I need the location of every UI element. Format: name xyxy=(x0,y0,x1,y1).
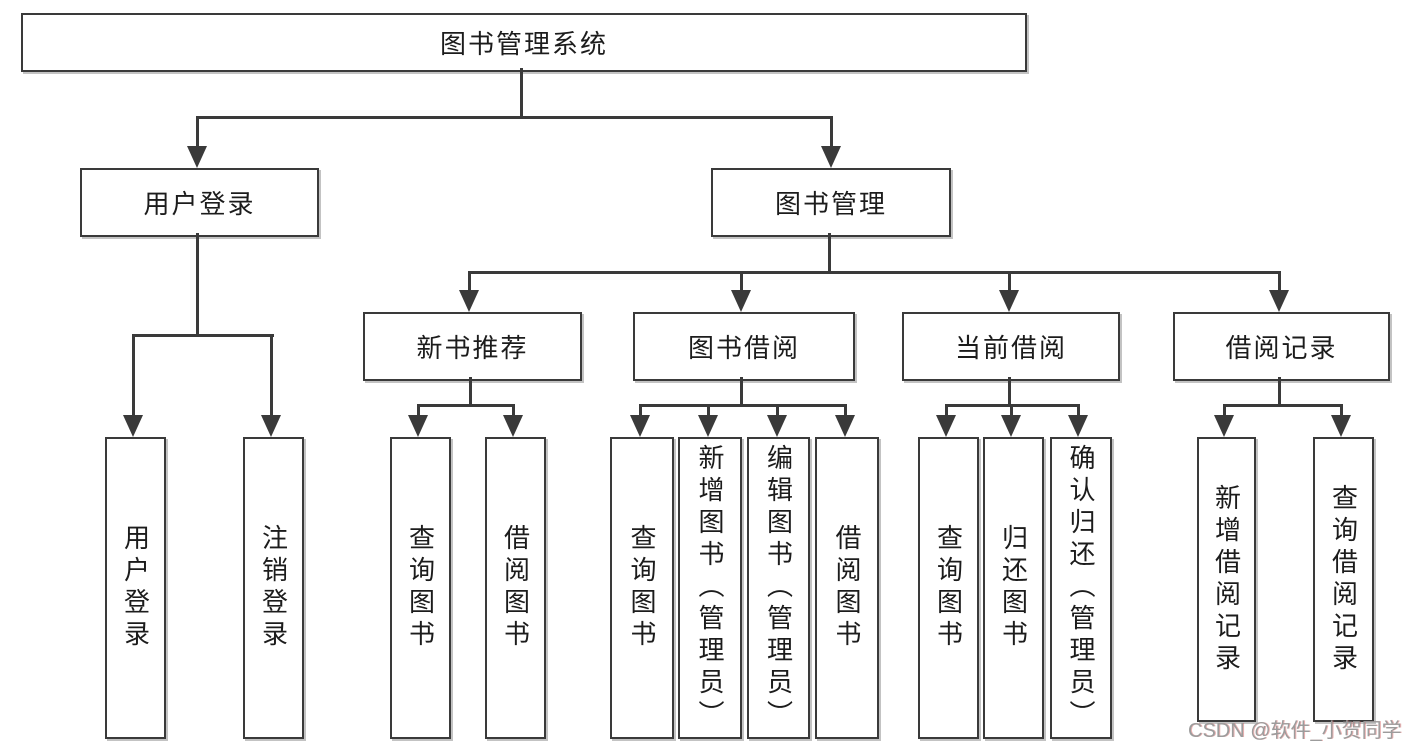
connector-borrow-stem xyxy=(740,377,743,406)
leaf-recommend-borrow-books-label: 借阅图书 xyxy=(500,524,531,652)
leaf-add-borrow-record-label: 新增借阅记录 xyxy=(1211,483,1242,676)
connector-manage-drop xyxy=(830,116,833,152)
leaf-logout-label: 注销登录 xyxy=(258,524,289,652)
leaf-current-query-books: 查询图书 xyxy=(918,437,979,739)
arrow-down-icon xyxy=(936,415,956,437)
leaf-current-query-books-label: 查询图书 xyxy=(933,524,964,652)
connector-recommend-rail xyxy=(417,404,515,407)
node-user-login: 用户登录 xyxy=(80,168,319,237)
leaf-return-books: 归还图书 xyxy=(983,437,1044,739)
node-current-borrow-label: 当前借阅 xyxy=(954,333,1067,363)
arrow-down-icon xyxy=(1331,415,1351,437)
connector-login-drop xyxy=(196,116,199,152)
leaf-add-books-admin-label: 新增图书（管理员） xyxy=(695,444,725,732)
node-root: 图书管理系统 xyxy=(21,13,1027,72)
connector-current-stem xyxy=(1008,377,1011,406)
leaf-user-login-label: 用户登录 xyxy=(120,524,151,652)
node-root-label: 图书管理系统 xyxy=(439,29,608,59)
connector-manage-rail xyxy=(468,271,1281,274)
arrow-down-icon xyxy=(999,290,1019,312)
connector-root-rail xyxy=(196,116,832,119)
leaf-recommend-query-books-label: 查询图书 xyxy=(405,524,436,652)
leaf-user-login: 用户登录 xyxy=(105,437,166,739)
connector-manage-stem xyxy=(828,233,831,273)
connector-leaf-drop xyxy=(639,404,642,420)
connector-leaf-drop xyxy=(945,404,948,420)
node-book-management-label: 图书管理 xyxy=(774,189,887,219)
arrow-down-icon xyxy=(731,290,751,312)
leaf-add-books-admin: 新增图书（管理员） xyxy=(678,437,742,739)
arrow-down-icon xyxy=(1068,415,1088,437)
connector-leaf-drop xyxy=(707,404,710,420)
connector-leaf-drop xyxy=(776,404,779,420)
connector-leaf-drop xyxy=(132,334,135,420)
connector-recommend-stem xyxy=(469,377,472,406)
connector-branch-drop xyxy=(1278,271,1281,295)
leaf-confirm-return-admin: 确认归还（管理员） xyxy=(1050,437,1112,739)
connector-records-rail xyxy=(1223,404,1342,407)
leaf-borrow-books: 借阅图书 xyxy=(815,437,879,739)
watermark: CSDN @软件_小贺同学 xyxy=(1188,720,1402,742)
arrow-down-icon xyxy=(821,146,841,168)
arrow-down-icon xyxy=(408,415,428,437)
connector-leaf-drop xyxy=(417,404,420,420)
leaf-logout: 注销登录 xyxy=(243,437,304,739)
arrow-down-icon xyxy=(187,146,207,168)
leaf-edit-books-admin-label: 编辑图书（管理员） xyxy=(763,444,794,732)
arrow-down-icon xyxy=(1214,415,1234,437)
connector-branch-drop xyxy=(740,271,743,295)
connector-records-stem xyxy=(1278,377,1281,406)
connector-leaf-drop xyxy=(270,334,273,420)
arrow-down-icon xyxy=(261,415,281,437)
arrow-down-icon xyxy=(503,415,523,437)
arrow-down-icon xyxy=(698,415,718,437)
node-book-borrow: 图书借阅 xyxy=(633,312,855,381)
leaf-recommend-query-books: 查询图书 xyxy=(390,437,451,739)
leaf-confirm-return-admin-label: 确认归还（管理员） xyxy=(1066,444,1096,732)
leaf-return-books-label: 归还图书 xyxy=(998,524,1029,652)
node-current-borrow: 当前借阅 xyxy=(902,312,1120,381)
connector-leaf-drop xyxy=(1010,404,1013,420)
leaf-recommend-borrow-books: 借阅图书 xyxy=(485,437,546,739)
connector-leaf-drop xyxy=(1340,404,1343,420)
arrow-down-icon xyxy=(123,415,143,437)
connector-leaf-drop xyxy=(1077,404,1080,420)
connector-login-rail xyxy=(132,334,274,337)
connector-login-stem xyxy=(196,233,199,336)
node-borrow-records: 借阅记录 xyxy=(1173,312,1390,381)
node-borrow-records-label: 借阅记录 xyxy=(1225,333,1338,363)
arrow-down-icon xyxy=(835,415,855,437)
arrow-down-icon xyxy=(767,415,787,437)
node-book-management: 图书管理 xyxy=(711,168,951,237)
connector-branch-drop xyxy=(1008,271,1011,295)
leaf-edit-books-admin: 编辑图书（管理员） xyxy=(747,437,810,739)
arrow-down-icon xyxy=(1269,290,1289,312)
node-new-book-recommend: 新书推荐 xyxy=(363,312,582,381)
node-book-borrow-label: 图书借阅 xyxy=(687,333,800,363)
arrow-down-icon xyxy=(459,290,479,312)
leaf-query-borrow-record: 查询借阅记录 xyxy=(1313,437,1374,722)
leaf-borrow-books-label: 借阅图书 xyxy=(832,524,862,652)
leaf-borrow-query-books: 查询图书 xyxy=(610,437,674,739)
connector-root-stem xyxy=(520,68,523,118)
connector-leaf-drop xyxy=(512,404,515,420)
connector-leaf-drop xyxy=(844,404,847,420)
connector-leaf-drop xyxy=(1223,404,1226,420)
leaf-borrow-query-books-label: 查询图书 xyxy=(627,524,657,652)
leaf-query-borrow-record-label: 查询借阅记录 xyxy=(1328,483,1359,676)
connector-branch-drop xyxy=(468,271,471,295)
connector-borrow-rail xyxy=(639,404,847,407)
arrow-down-icon xyxy=(1001,415,1021,437)
node-user-login-label: 用户登录 xyxy=(143,189,256,219)
leaf-add-borrow-record: 新增借阅记录 xyxy=(1197,437,1256,722)
node-new-book-recommend-label: 新书推荐 xyxy=(416,333,529,363)
arrow-down-icon xyxy=(630,415,650,437)
